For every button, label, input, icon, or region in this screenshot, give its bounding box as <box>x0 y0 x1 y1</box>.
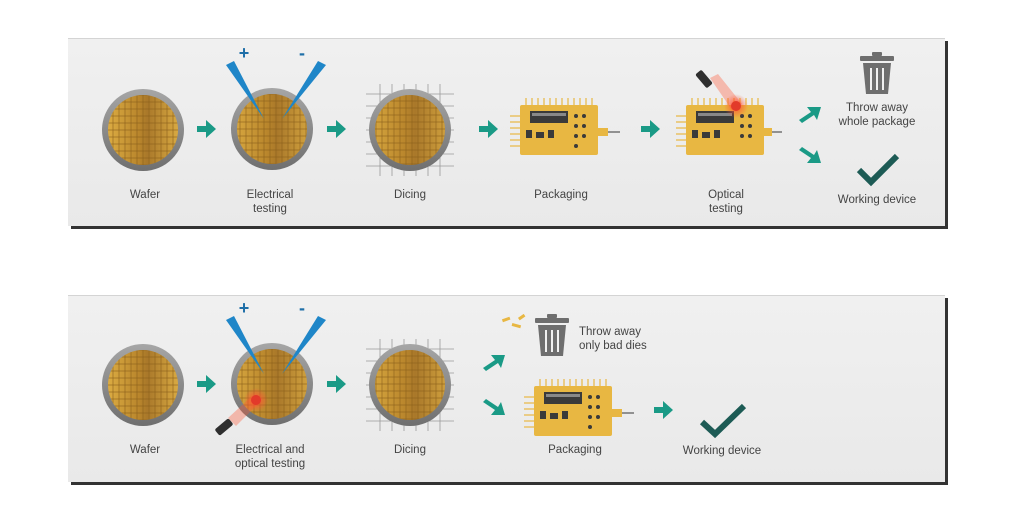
arrow-right-icon <box>654 401 673 419</box>
improved-flow-panel <box>68 295 945 482</box>
checkmark-icon <box>856 153 900 187</box>
trash-can-icon <box>860 52 894 94</box>
optical-tested-package-icon <box>676 70 782 155</box>
outcome-ok-label: Working device <box>682 445 762 457</box>
wafer-with-probes-icon <box>226 61 326 170</box>
outcome-ok-label: Working device <box>837 194 917 206</box>
diced-wafer-icon <box>366 84 454 176</box>
step-label-packaging: Packaging <box>548 444 602 456</box>
step-label-electrical-optical-testing: Electrical and optical testing <box>234 444 306 470</box>
step-label-dicing: Dicing <box>394 444 426 456</box>
bad-dies-icon <box>501 314 526 329</box>
probe-plus-label: + <box>238 43 250 63</box>
arrow-down-right-icon <box>483 399 505 415</box>
arrow-right-icon <box>197 375 216 393</box>
arrow-right-icon <box>327 375 346 393</box>
arrow-right-icon <box>641 120 660 138</box>
arrow-up-right-icon <box>799 107 821 123</box>
step-label-packaging: Packaging <box>534 189 588 201</box>
trash-can-icon <box>535 314 569 356</box>
step-label-wafer: Wafer <box>129 444 161 456</box>
probe-minus-label: - <box>299 43 305 63</box>
arrow-right-icon <box>197 120 216 138</box>
step-label-electrical-testing: Electrical testing <box>246 189 294 215</box>
checkmark-icon <box>699 403 747 439</box>
outcome-discard-label: Throw away whole package <box>838 102 916 128</box>
arrow-down-right-icon <box>799 147 821 163</box>
probe-minus-label: - <box>299 298 305 318</box>
step-label-dicing: Dicing <box>394 189 426 201</box>
packaged-chip-icon <box>510 98 620 155</box>
arrow-right-icon <box>479 120 498 138</box>
packaged-chip-icon <box>524 379 634 436</box>
arrow-up-right-icon <box>483 355 505 371</box>
step-label-optical-testing: Optical testing <box>708 189 744 215</box>
step-label-wafer: Wafer <box>129 189 161 201</box>
conventional-flow-panel <box>68 38 945 226</box>
diced-wafer-icon <box>366 339 454 431</box>
wafer-icon <box>102 89 184 171</box>
wafer-icon <box>102 344 184 426</box>
wafer-with-probes-and-laser-icon <box>215 316 326 436</box>
arrow-right-icon <box>327 120 346 138</box>
probe-plus-label: + <box>238 298 250 318</box>
outcome-discard-label: Throw away only bad dies <box>579 326 647 352</box>
